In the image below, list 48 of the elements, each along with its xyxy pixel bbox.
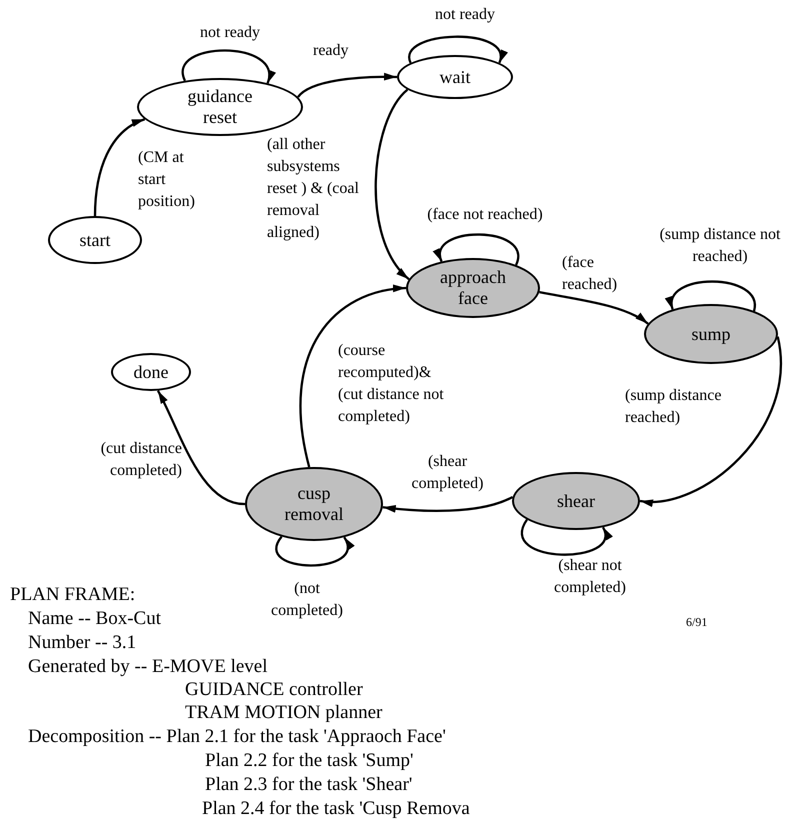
edge-label: (CM at start position) <box>138 148 196 212</box>
date-note: 6/91 <box>686 614 708 631</box>
transition-arrow <box>156 390 246 506</box>
edge-label: (sump distance not reached) <box>658 225 782 267</box>
edge-label: (course recomputed)& (cut distance not completed) <box>338 341 445 427</box>
plan-frame-text: Name -- Box-Cut <box>28 608 161 630</box>
transition-arrow <box>297 72 398 98</box>
edge-label: (all other subsystems reset ) & (coal removal aligned) <box>267 135 359 243</box>
transition-arrow <box>94 118 146 216</box>
edge-label: ready <box>313 41 350 61</box>
edge-label: (face reached) <box>562 253 618 295</box>
edge-label: (shear completed) <box>410 452 484 494</box>
state-label: sump <box>691 324 730 344</box>
plan-frame-text: PLAN FRAME: <box>10 584 136 606</box>
edge-label: (not completed) <box>270 579 344 621</box>
plan-frame-text: Plan 2.4 for the task 'Cusp Remova <box>202 798 470 820</box>
transition-arrow <box>276 536 353 567</box>
transition-arrow <box>299 285 406 468</box>
state-label: done <box>134 362 168 382</box>
transition-arrow <box>521 519 610 556</box>
plan-frame-text: Plan 2.2 for the task 'Sump' <box>205 750 414 772</box>
edge-label: not ready <box>434 5 496 25</box>
plan-frame-text: Plan 2.3 for the task 'Shear' <box>205 774 412 796</box>
plan-frame-text: Number -- 3.1 <box>28 632 136 654</box>
transition-arrow <box>667 280 756 312</box>
transition-arrow <box>382 496 514 513</box>
transition-arrow <box>435 233 520 266</box>
edge-label: (shear not completed) <box>553 556 627 598</box>
state-label: guidance reset <box>186 86 254 128</box>
plan-frame-text: TRAM MOTION planner <box>185 702 382 724</box>
edge-label: (sump distance reached) <box>625 386 722 428</box>
edge-label: (cut distance completed) <box>100 439 182 481</box>
edge-label: not ready <box>199 23 261 43</box>
plan-frame-text: Generated by -- E-MOVE level <box>28 656 268 678</box>
state-label: start <box>80 230 110 250</box>
plan-frame-text: Decomposition -- Plan 2.1 for the task 'Appraoch Face' <box>28 726 446 748</box>
state-label: shear <box>557 490 595 512</box>
transition-arrow <box>182 49 274 84</box>
transition-arrow <box>374 88 410 280</box>
transition-arrow <box>640 336 782 506</box>
state-label: cusp removal <box>284 483 344 525</box>
plan-frame-text: GUIDANCE controller <box>185 679 363 701</box>
edge-label: (face not reached) <box>426 205 544 225</box>
transition-arrow <box>539 291 649 325</box>
state-label: approach face <box>439 267 507 309</box>
state-label: wait <box>440 66 470 88</box>
state-ellipse <box>644 304 778 364</box>
transition-arrow <box>408 36 506 64</box>
